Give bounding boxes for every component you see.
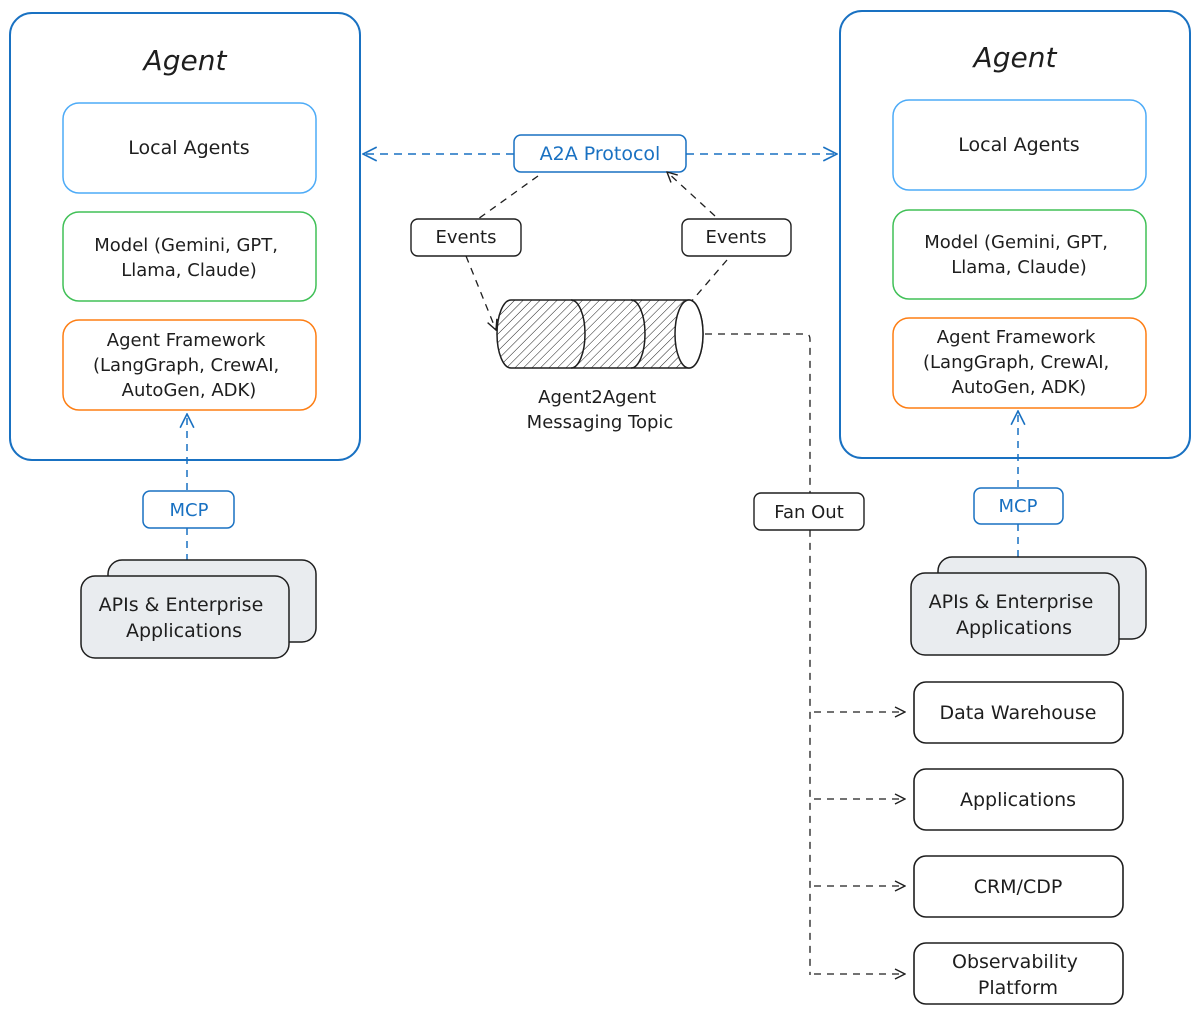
left-framework-line-3: AutoGen, ADK) — [122, 380, 257, 401]
data-warehouse-box — [913, 681, 1124, 744]
left-mcp-box — [142, 490, 235, 529]
observability-box — [913, 942, 1124, 1005]
fan-out-section: Fan Out Data Warehouse Applications CRM/… — [705, 333, 1124, 1005]
a2a-protocol-box — [513, 134, 687, 173]
observability-line-1: Observability — [952, 951, 1078, 973]
left-model-line-1: Model (Gemini, GPT, — [94, 235, 278, 256]
messaging-topic-line-2: Messaging Topic — [527, 412, 674, 433]
left-local-agents-label: Local Agents — [128, 137, 249, 159]
fan-out-trunk — [705, 333, 811, 975]
right-apis-line-2: Applications — [956, 617, 1072, 639]
right-mcp-label: MCP — [999, 496, 1038, 517]
left-framework-label: Agent Framework (LangGraph, CrewAI, Auto… — [93, 330, 285, 401]
left-local-agents-box — [62, 102, 317, 194]
right-apis-label: APIs & Enterprise Applications — [929, 591, 1100, 639]
left-agent-container — [9, 12, 361, 461]
fan-out-box — [753, 492, 865, 531]
applications-box — [913, 768, 1124, 831]
right-framework-line-3: AutoGen, ADK) — [952, 377, 1087, 398]
messaging-topic-label: Agent2Agent Messaging Topic — [527, 387, 674, 433]
events-left-box — [410, 218, 522, 257]
right-framework-line-2: (LangGraph, CrewAI, — [923, 352, 1109, 373]
left-apis-line-2: Applications — [126, 620, 242, 642]
applications-label: Applications — [960, 789, 1076, 811]
left-apis-card — [80, 575, 290, 659]
data-warehouse-label: Data Warehouse — [939, 702, 1096, 724]
right-framework-box — [892, 317, 1147, 409]
messaging-topic-line-1: Agent2Agent — [538, 387, 656, 408]
messaging-topic-cylinder — [496, 299, 704, 369]
left-agent: Agent Local Agents Model (Gemini, GPT, L… — [9, 12, 361, 659]
observability-line-2: Platform — [978, 977, 1058, 999]
left-apis-label: APIs & Enterprise Applications — [99, 594, 270, 642]
left-mcp-label: MCP — [170, 500, 209, 521]
left-framework-line-1: Agent Framework — [107, 330, 266, 351]
crm-cdp-box — [913, 855, 1124, 918]
left-model-box — [62, 211, 317, 302]
fan-out-label: Fan Out — [774, 502, 844, 523]
right-apis-line-1: APIs & Enterprise — [929, 591, 1094, 613]
events-left-arrow-top — [477, 175, 539, 220]
right-agent-title: Agent — [972, 41, 1058, 74]
right-model-line-1: Model (Gemini, GPT, — [924, 232, 1108, 253]
events-right-box — [681, 218, 792, 257]
right-apis-card — [910, 572, 1120, 656]
right-model-line-2: Llama, Claude) — [951, 257, 1087, 278]
events-right-arrow-bottom — [689, 259, 728, 304]
left-apis-line-1: APIs & Enterprise — [99, 594, 264, 616]
crm-cdp-label: CRM/CDP — [974, 876, 1063, 898]
right-framework-line-1: Agent Framework — [937, 327, 1096, 348]
left-model-label: Model (Gemini, GPT, Llama, Claude) — [94, 235, 283, 281]
a2a-protocol-label: A2A Protocol — [540, 143, 661, 165]
right-mcp-box — [973, 487, 1064, 525]
observability-label: Observability Platform — [952, 951, 1084, 999]
right-agent: Agent Local Agents Model (Gemini, GPT, L… — [839, 10, 1191, 656]
events-right-arrow-top — [667, 172, 716, 217]
right-model-label: Model (Gemini, GPT, Llama, Claude) — [924, 232, 1113, 278]
right-agent-container — [839, 10, 1191, 459]
right-framework-label: Agent Framework (LangGraph, CrewAI, Auto… — [923, 327, 1115, 398]
left-framework-box — [62, 319, 317, 411]
events-left-label: Events — [436, 227, 497, 248]
right-model-box — [892, 209, 1147, 300]
right-local-agents-box — [892, 99, 1147, 191]
left-agent-title: Agent — [142, 44, 228, 77]
left-model-line-2: Llama, Claude) — [121, 260, 257, 281]
left-framework-line-2: (LangGraph, CrewAI, — [93, 355, 279, 376]
a2a-protocol-section: A2A Protocol Events Events Agent2Agent M… — [363, 134, 837, 433]
events-left-arrow-bottom — [465, 255, 496, 330]
events-right-label: Events — [706, 227, 767, 248]
right-local-agents-label: Local Agents — [958, 134, 1079, 156]
